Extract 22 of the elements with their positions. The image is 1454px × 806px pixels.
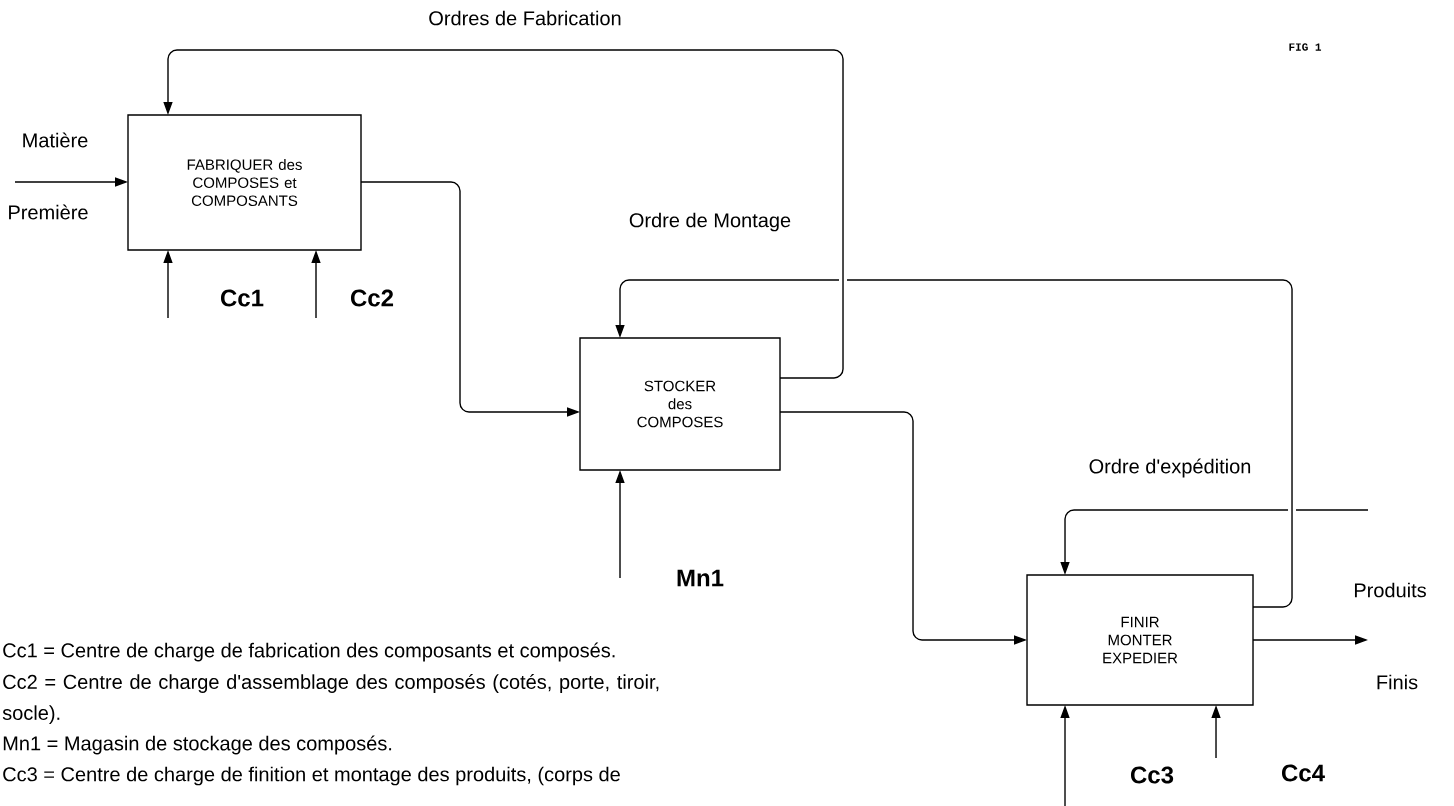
callout-label: Mn1 xyxy=(677,569,724,587)
text-label: Produits xyxy=(1355,582,1426,598)
process-box: STOCKER des COMPOSES xyxy=(579,337,781,471)
legend-note: Cc2 = Centre de charge d'assemblage des composés (cotés, porte, tiroir, socle). xyxy=(2,674,659,724)
callout-label: Cc3 xyxy=(1131,766,1174,784)
text-label: Finis xyxy=(1377,674,1418,690)
legend-note: Cc3 = Centre de charge de finition et montage des produits, (corps de xyxy=(3,766,620,786)
callout-label: Cc4 xyxy=(1282,764,1325,782)
legend-note: Mn1 = Magasin de stockage des composés. xyxy=(3,735,392,755)
arrow xyxy=(163,46,847,382)
text-label: Première xyxy=(9,204,88,220)
callout-label: Cc2 xyxy=(351,289,394,307)
arrow xyxy=(615,276,1296,611)
figure-number: FIG 1 xyxy=(1289,43,1322,51)
edge-label: Ordre d'expédition xyxy=(1087,457,1253,479)
process-box: FINIR MONTER EXPEDIER xyxy=(1026,574,1254,706)
text-label: Matière xyxy=(23,132,88,148)
edge-label: Ordres de Fabrication xyxy=(427,9,623,27)
process-box: FABRIQUER des COMPOSES et COMPOSANTS xyxy=(127,114,362,251)
edge-label: Ordre de Montage xyxy=(627,211,793,233)
legend-note: Cc1 = Centre de charge de fabrication des composants et composés. xyxy=(3,642,615,662)
callout-label: Cc1 xyxy=(221,289,264,307)
